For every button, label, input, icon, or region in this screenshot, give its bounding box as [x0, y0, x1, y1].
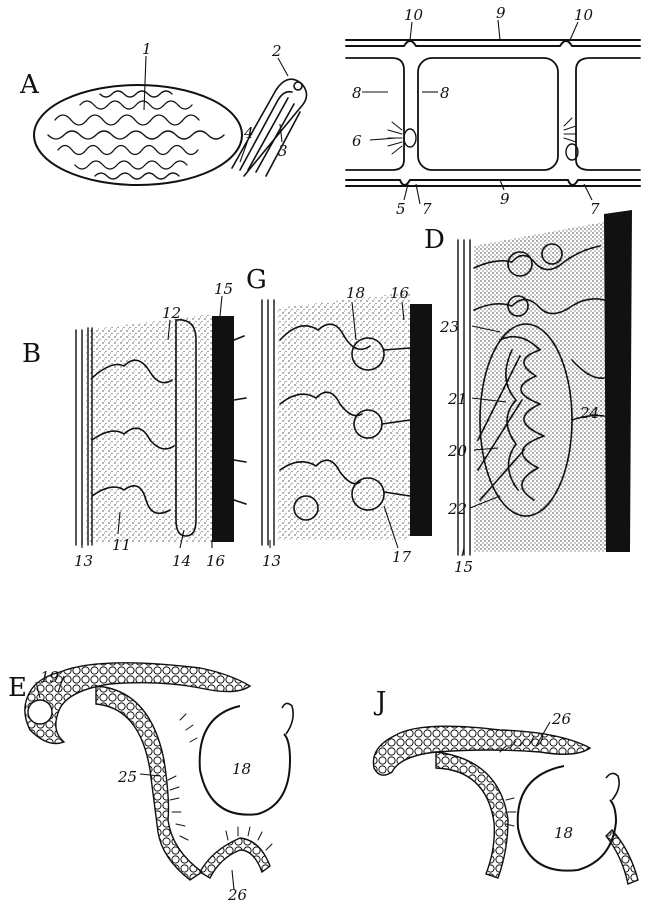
- label-cell-7-right: 7: [590, 200, 600, 218]
- panel-letter-a: A: [19, 70, 40, 100]
- tissue-d: [474, 222, 610, 552]
- label-d-15: 15: [454, 558, 473, 576]
- label-e-18: 18: [232, 760, 251, 778]
- panel-letter-d: D: [424, 225, 445, 255]
- label-cell-8-mid: 8: [440, 84, 450, 102]
- ciliated-branch-j: [606, 830, 638, 884]
- panel-a: A 1 2 3 4: [19, 40, 307, 185]
- panel-a-leaders: [144, 56, 288, 162]
- oval-squiggle-texture: [48, 91, 224, 179]
- cell-left: [346, 58, 404, 170]
- panel-letter-b: B: [22, 339, 41, 369]
- cell-row: 10 9 10 8 8 6 5 7 9 7: [346, 4, 640, 218]
- label-b-12: 12: [162, 304, 181, 322]
- label-g-18: 18: [346, 284, 365, 302]
- cilia-e: [168, 714, 272, 850]
- duct-j: [436, 752, 508, 878]
- label-cell-6: 6: [352, 132, 362, 150]
- lumen-e: [28, 700, 52, 724]
- label-cell-10-left: 10: [404, 6, 424, 24]
- panel-letter-j: J: [373, 687, 386, 717]
- label-cell-9-bottom: 9: [500, 190, 510, 208]
- label-b-16: 16: [206, 552, 226, 570]
- label-d-22: 22: [447, 500, 467, 518]
- label-g-17: 17: [392, 548, 412, 566]
- ciliated-branch-e: [200, 838, 270, 878]
- panel-letter-e: E: [8, 673, 27, 703]
- label-cell-8-left: 8: [352, 84, 362, 102]
- label-cell-9-top: 9: [496, 4, 506, 22]
- dark-vessel-g: [410, 304, 432, 536]
- panel-d: D 23 21 20 22: [424, 210, 632, 576]
- dark-vessel-b: [212, 316, 234, 542]
- label-e-25: 25: [117, 768, 137, 786]
- label-j-18: 18: [554, 824, 573, 842]
- cell-middle: [418, 58, 558, 170]
- tissue-g: [278, 292, 410, 540]
- label-cell-5: 5: [396, 200, 406, 218]
- panel-j: J 26 18: [373, 687, 638, 884]
- label-cell-10-right: 10: [574, 6, 594, 24]
- label-g-13: 13: [262, 552, 281, 570]
- label-j-26: 26: [551, 710, 572, 728]
- label-b-14: 14: [172, 552, 191, 570]
- panel-g: G 18 16 13 17: [246, 265, 432, 570]
- label-cell-7-left: 7: [422, 200, 432, 218]
- oval-body: [34, 85, 242, 185]
- cell-right: [576, 58, 640, 170]
- label-e-19: 19: [40, 668, 60, 686]
- label-d-21: 21: [447, 390, 467, 408]
- label-d-23: 23: [439, 318, 459, 336]
- label-d-20: 20: [447, 442, 468, 460]
- label-a-2: 2: [271, 42, 282, 60]
- funnel-j: [518, 766, 616, 871]
- dark-vessel-d: [604, 210, 632, 552]
- label-b-15: 15: [214, 280, 233, 298]
- label-a-3: 3: [278, 142, 288, 160]
- panel-b: B 12 15 11 13 14 16: [22, 280, 246, 570]
- label-d-24: 24: [579, 404, 599, 422]
- label-a-4: 4: [243, 124, 254, 142]
- label-g-16: 16: [390, 284, 410, 302]
- duct-e: [96, 686, 202, 880]
- label-e-26: 26: [227, 886, 248, 904]
- panel-e: E 19 18 25 26: [8, 663, 293, 904]
- label-b-11: 11: [112, 536, 131, 554]
- label-a-1: 1: [142, 40, 152, 58]
- panel-letter-g: G: [246, 265, 267, 295]
- label-b-13: 13: [74, 552, 93, 570]
